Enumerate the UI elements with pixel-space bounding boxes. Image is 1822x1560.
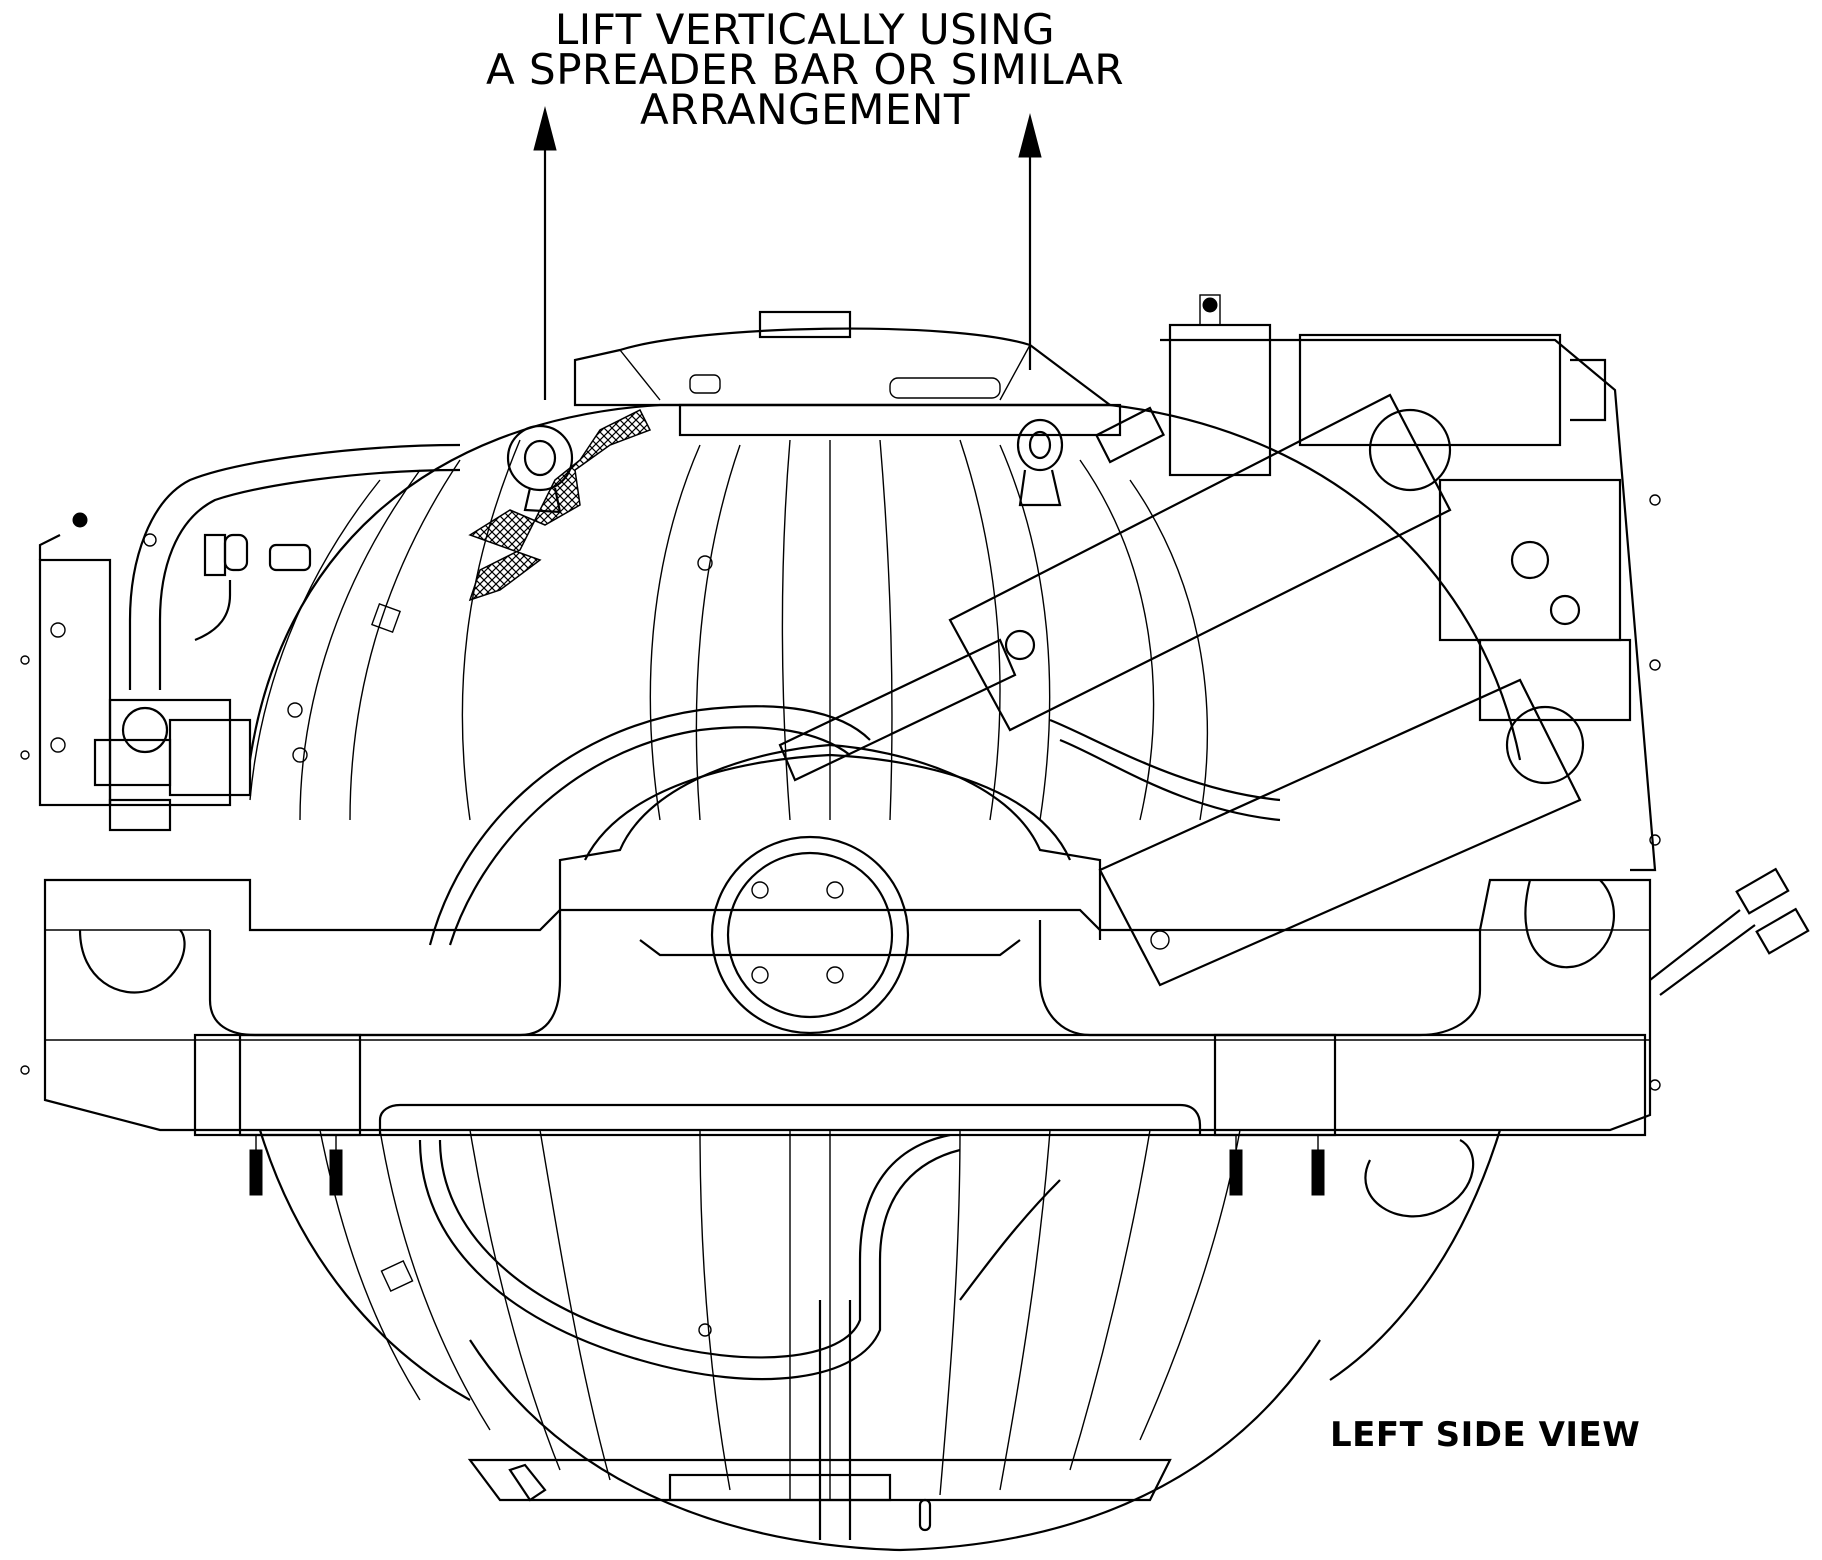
- top-cap: [573, 310, 1122, 437]
- center-saddle: [558, 743, 1102, 957]
- left-hose-assembly: [128, 443, 461, 690]
- lift-instruction-note: LIFT VERTICALLY USING A SPREADER BAR OR …: [470, 5, 1140, 134]
- upper-frame: [43, 878, 1652, 1132]
- right-manifold: [1160, 294, 1657, 872]
- center-hoses: [418, 705, 1281, 1540]
- center-hub: [710, 835, 910, 1035]
- hydraulic-cylinder-lower: [1098, 678, 1585, 987]
- right-connectors: [1524, 867, 1810, 996]
- section-cut-hatch: [468, 408, 652, 602]
- fasteners: [20, 494, 1661, 1337]
- lifting-eye-right: [1016, 418, 1064, 507]
- lift-note-line-3: ARRANGEMENT: [640, 85, 970, 134]
- side-feet: [78, 929, 1475, 1218]
- view-label: LEFT SIDE VIEW: [1330, 1415, 1641, 1455]
- base-plate: [467, 1458, 1172, 1532]
- lift-note-line-1: LIFT VERTICALLY USING: [554, 5, 1056, 54]
- sphere-body: [248, 403, 1522, 1552]
- lower-clamp-bar: [193, 1033, 1647, 1196]
- lift-arrow-left: [533, 106, 557, 400]
- hydraulic-cylinder-upper: [778, 393, 1452, 782]
- lift-note-line-2: A SPREADER BAR OR SIMILAR: [485, 45, 1125, 94]
- left-valve-block: [38, 534, 252, 832]
- lift-arrow-right: [1018, 113, 1042, 370]
